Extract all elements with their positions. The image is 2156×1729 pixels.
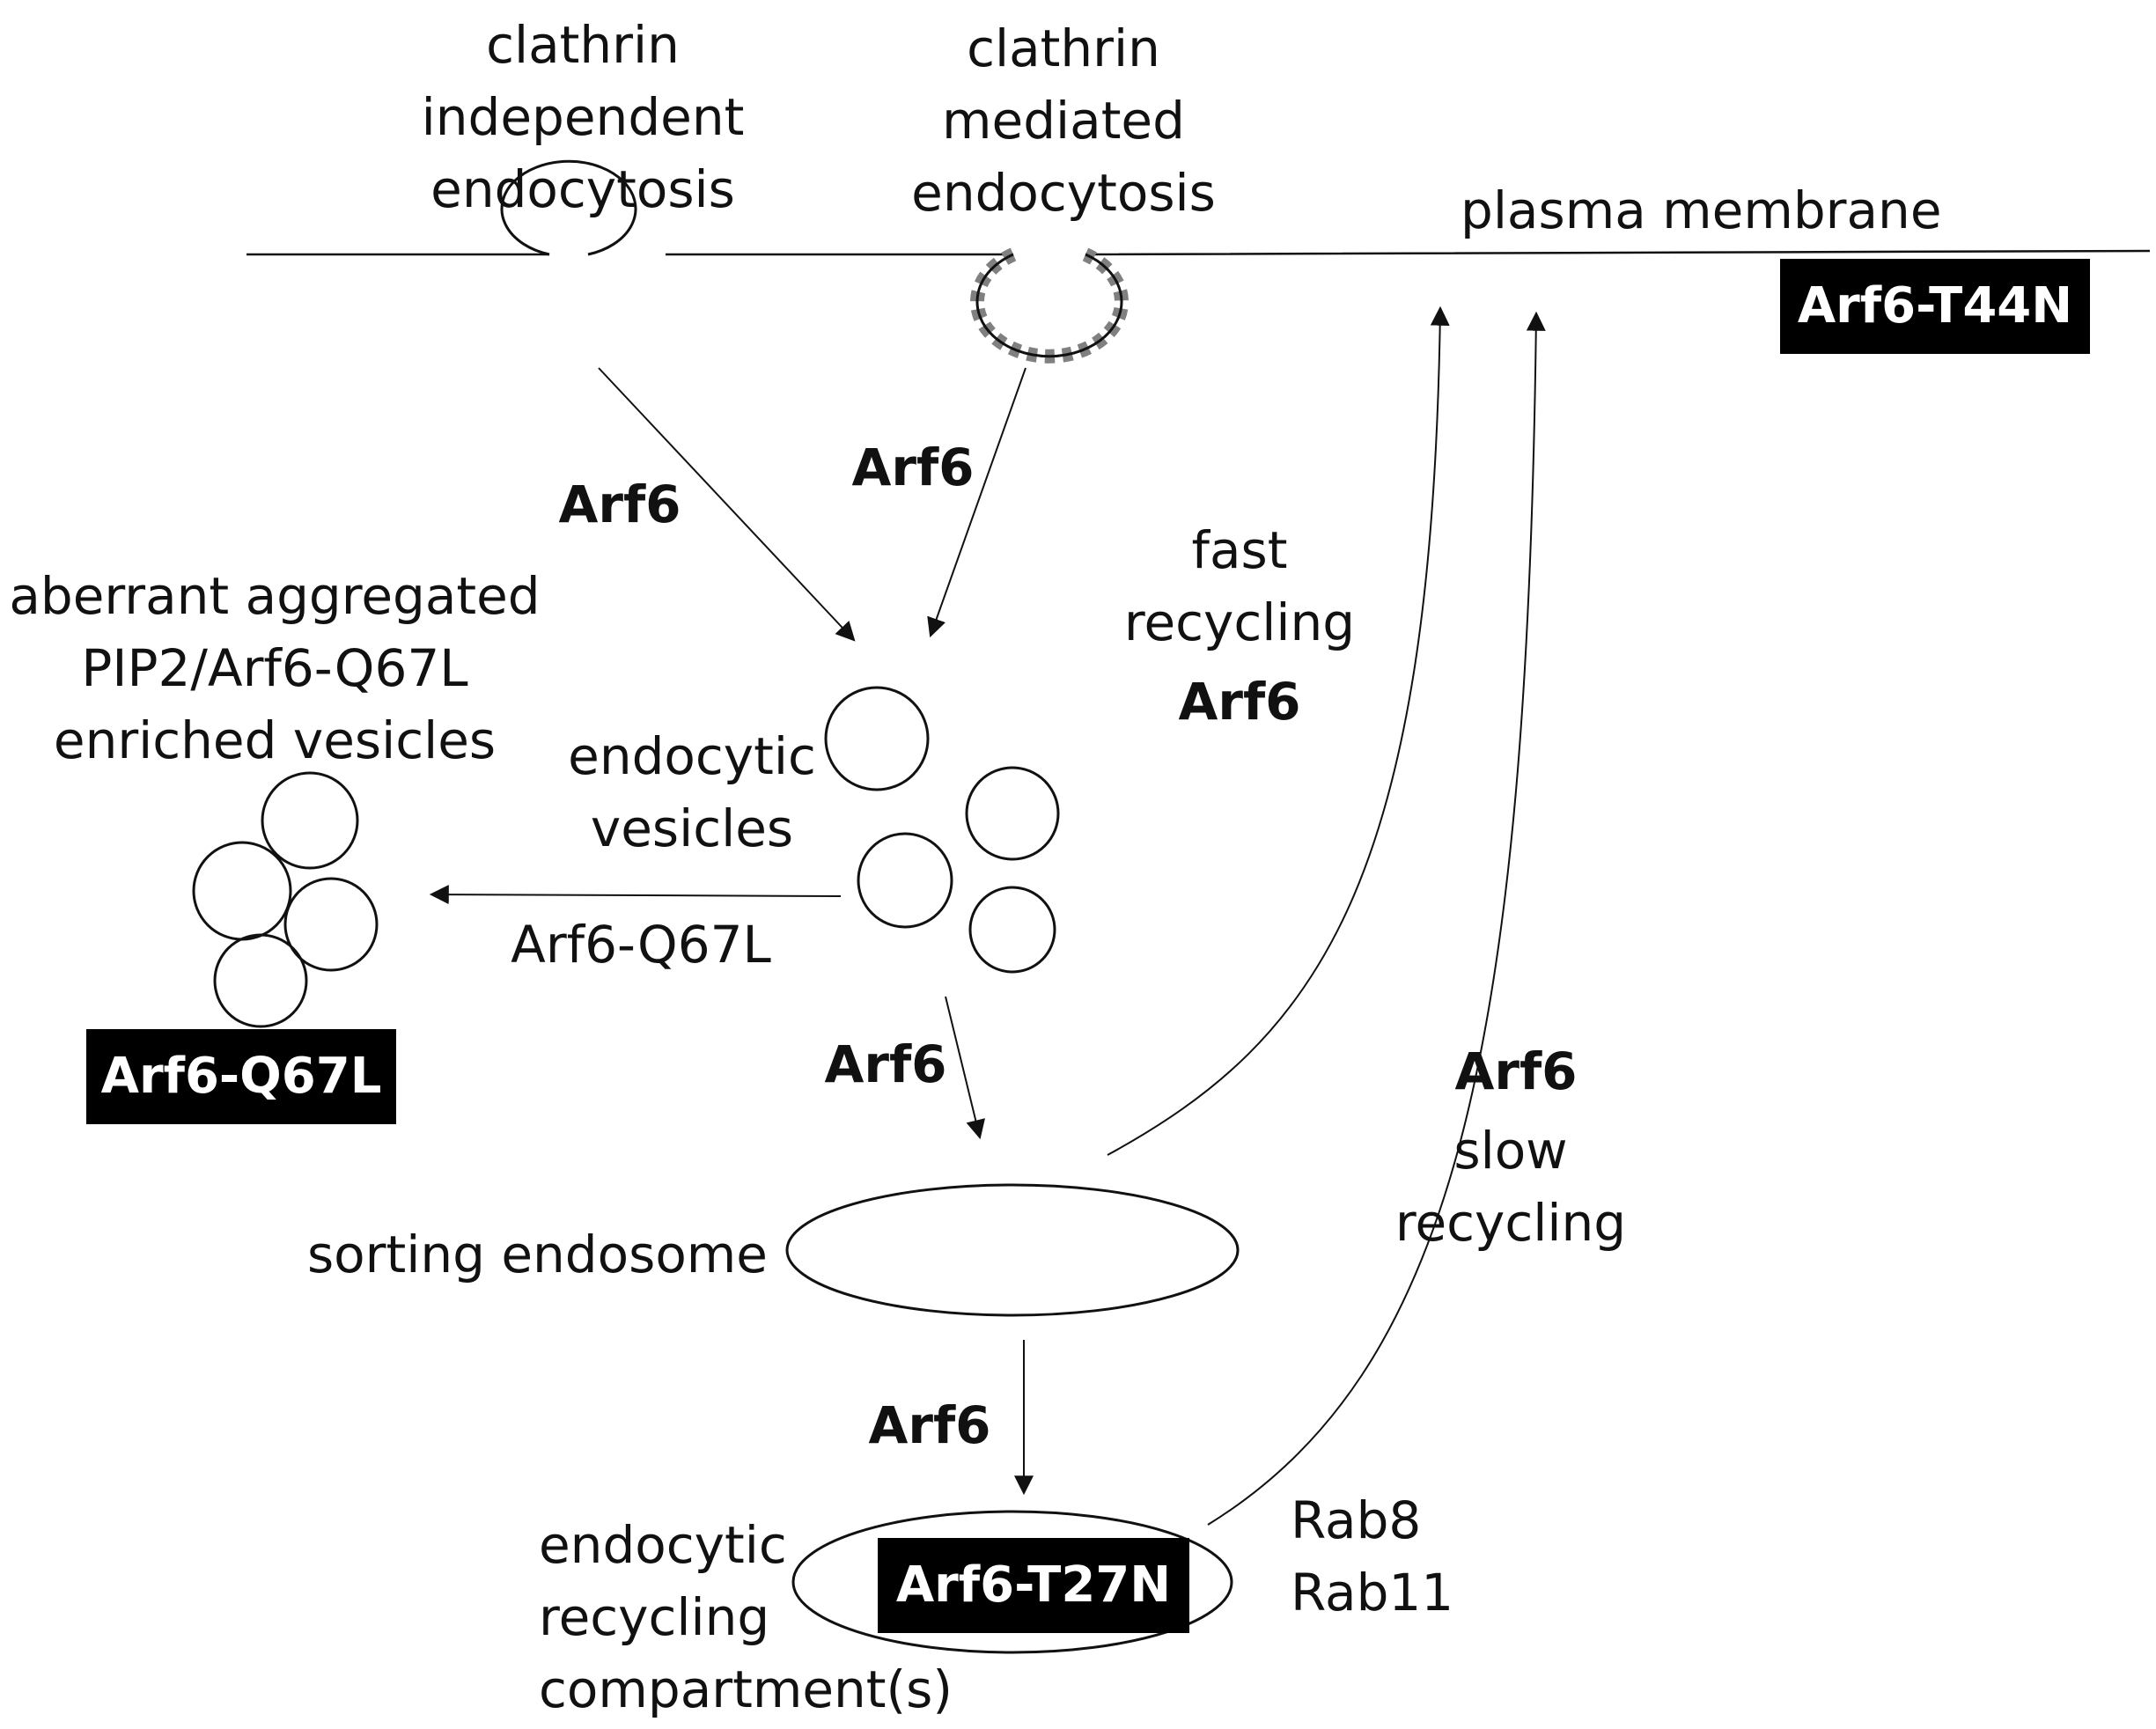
label-rab8-rab11: Rab8 Rab11: [1291, 1490, 1454, 1622]
label-arf6-clathrin-independent: Arf6: [558, 475, 681, 534]
label-clathrin-independent-endocytosis: clathrin independent endocytosis: [421, 15, 745, 219]
label-slow-recycling: slow recycling: [1394, 1121, 1627, 1253]
label-sorting-endosome: sorting endosome: [306, 1225, 768, 1284]
slow-recycling-path: [1207, 311, 1546, 1526]
badge-arf6-q67l: Arf6-Q67L: [86, 1029, 396, 1124]
arrow-clathrin-independent-to-vesicles: [598, 367, 856, 642]
label-aberrant-aggregated-vesicles: aberrant aggregated PIP2/Arf6-Q67L enric…: [9, 566, 541, 770]
aggregated-vesicle: [213, 933, 308, 1028]
endocytic-vesicle: [824, 686, 930, 791]
clathrin-mediated-pit: [975, 253, 1123, 358]
endocytic-vesicle: [968, 886, 1056, 974]
label-clathrin-mediated-endocytosis: clathrin mediated endocytosis: [911, 18, 1216, 223]
label-fast-recycling: fast recycling: [1123, 520, 1356, 652]
label-endocytic-vesicles: endocytic vesicles: [568, 726, 816, 858]
sorting-endosome: [785, 1183, 1240, 1317]
endocytic-vesicle: [857, 832, 953, 929]
arrow-vesicles-to-sorting-endosome: [945, 996, 985, 1140]
label-arf6-to-sorting: Arf6: [824, 1034, 947, 1094]
label-arf6-clathrin-mediated: Arf6: [851, 438, 975, 497]
label-arf6-slow-recycling: Arf6: [1454, 1041, 1578, 1101]
aggregated-vesicle: [192, 841, 292, 941]
fast-recycling-path: [1107, 305, 1450, 1156]
badge-arf6-t27n: Arf6-T27N: [878, 1538, 1189, 1633]
arrow-vesicles-to-aggregated: [429, 885, 842, 905]
endocytic-vesicle: [965, 766, 1060, 861]
label-arf6-to-erc: Arf6: [868, 1395, 991, 1455]
endocytic-recycling-compartment: [791, 1510, 1233, 1654]
plasma-membrane-line: [247, 249, 2151, 256]
label-arf6-q67l-arrow: Arf6-Q67L: [511, 915, 771, 975]
label-endocytic-recycling-compartment: endocytic recycling compartment(s): [539, 1515, 953, 1719]
badge-arf6-t44n: Arf6-T44N: [1780, 259, 2090, 354]
aggregated-vesicle: [261, 771, 359, 870]
clathrin-independent-pit: [500, 159, 637, 256]
label-fast-recycling-arf6: Arf6: [1178, 672, 1301, 732]
aggregated-vesicle: [283, 877, 379, 972]
arrow-clathrin-mediated-to-vesicles: [927, 367, 1026, 638]
label-plasma-membrane: plasma membrane: [1461, 180, 1942, 240]
